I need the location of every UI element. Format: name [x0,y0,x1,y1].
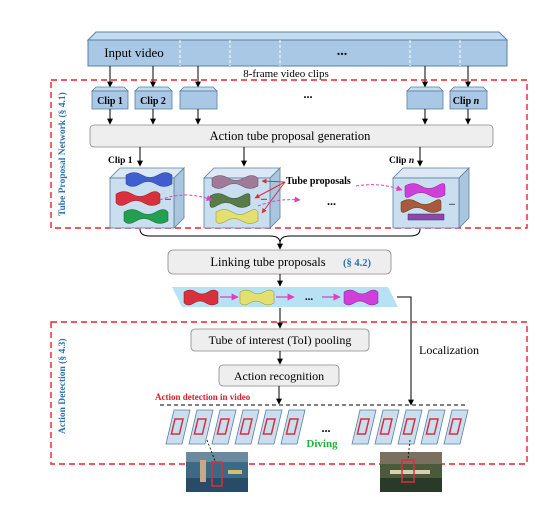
clip1-tube-green [123,209,169,224]
linking-label: Linking tube proposals [210,255,325,269]
video-frame-left-6 [280,409,306,445]
clip2-tube-yellow [215,209,259,224]
clip2-tube-mauve [211,175,259,189]
detection-section-label: Action Detection (§ 4.3) [57,338,68,434]
cube-clip1-label: Clip 1 [108,156,133,166]
cubes-ellipsis: ... [327,194,336,208]
tube-proposals-pointers [254,178,286,214]
linked-tube-magenta [343,289,379,306]
frames-ellipsis: ... [322,421,331,435]
clip2-cube-dots: ... [261,193,267,202]
detection-box [402,418,416,435]
video-frame-left-3 [211,409,237,445]
proposal-link-arrows [159,184,403,207]
clipn-tube-magenta [404,183,446,198]
clip-boxes: Clip 1 Clip 2 ... Clip n [91,86,488,110]
detection-box [448,418,462,435]
cubes-brace [139,228,421,244]
clipn-tube-brown [400,199,442,213]
detection-box [285,418,299,435]
input-video-ellipsis: ... [337,44,348,59]
video-frame-right-1 [351,409,377,445]
clip1-cube-dots: ... [165,193,171,202]
video-frame-right-4 [420,409,446,445]
proposal-generation-box: Action tube proposal generation [89,124,494,148]
action-recognition-label: Action recognition [234,369,324,383]
clip-box-2: Clip 2 [134,86,173,110]
frames-right-group [351,409,469,445]
frames-left-group [165,409,306,445]
clip-boxes-ellipsis: ... [304,87,313,101]
clip2-cube: ... [203,167,281,229]
detection-box [170,418,184,435]
cube-input-arrows [137,147,423,167]
clip1-cube: ... [109,167,185,229]
detection-caption: Action detection in video [155,392,251,402]
clipn-cube-dots: ... [449,198,455,207]
clip-box-n: Clip n [449,86,488,110]
clip-box-n-1 [406,86,444,110]
detection-box [193,418,207,435]
photo-right-link [407,439,411,460]
clip1-tube-red [115,191,161,206]
clip-box-1-label: Clip 1 [97,96,123,107]
cube-clipn-label: Clip n [389,156,414,166]
clip-split-arrows [107,66,471,88]
tpn-section [50,79,528,229]
clip-box-n-label: Clip n [453,96,480,107]
linked-tube-red [183,289,219,306]
diving-photo-left [186,452,248,492]
video-frame-right-2 [374,409,400,445]
diving-photo-right [380,452,442,492]
action-recognition-box: Action recognition [218,364,340,387]
video-frame-right-3 [397,409,423,445]
clipn-cube: ... [392,167,470,229]
detection-section [50,321,528,465]
clip-box-1: Clip 1 [91,86,129,110]
video-frame-left-4 [234,409,260,445]
linked-tube-strip: ... [172,287,398,307]
linked-tube-yellow [239,289,275,306]
detection-box [379,418,393,435]
linking-ref: (§ 4.2) [343,258,371,269]
toi-pooling-box: Tube of interest (ToI) pooling [190,328,370,352]
localization-arrow [397,296,414,406]
clips-caption: 8-frame video clips [243,68,329,80]
video-frame-left-5 [257,409,283,445]
clip-box-3 [179,86,218,110]
tpn-section-label: Tube Proposal Network (§ 4.1) [57,92,68,216]
linking-box: Linking tube proposals (§ 4.2) [167,249,392,275]
linked-tubes-ellipsis: ... [305,291,314,303]
tube-proposals-label: Tube proposals [286,176,351,187]
detection-box [356,418,370,435]
video-frame-right-5 [443,409,469,445]
detection-box [239,418,253,435]
input-video-bar: Input video ... [86,31,509,67]
detection-box [262,418,276,435]
proposal-generation-label: Action tube proposal generation [210,129,371,143]
toi-pooling-label: Tube of interest (ToI) pooling [209,333,352,347]
clip1-tube-blue [125,172,173,187]
generation-input-arrows [107,109,471,125]
localization-label: Localization [419,343,479,357]
action-label: Diving [306,438,338,450]
detection-box [216,418,230,435]
video-frame-left-1 [165,409,191,445]
detection-box [425,418,439,435]
clipn-tube-purple [407,213,445,221]
video-frame-left-2 [188,409,214,445]
clip-box-2-label: Clip 2 [140,96,166,107]
clip2-tube-olive [209,193,251,208]
input-video-label: Input video [104,45,164,60]
